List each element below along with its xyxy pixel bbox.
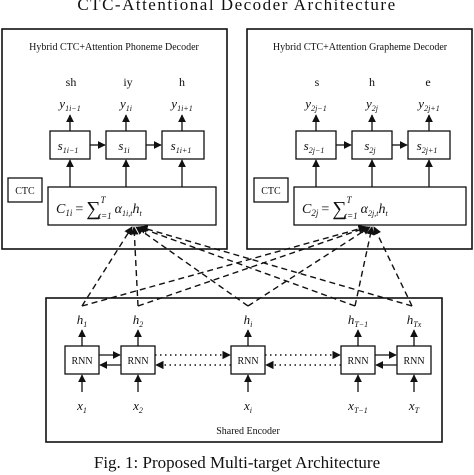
rnn-cell-label: RNN (237, 356, 258, 367)
phoneme-decoder-panel (1, 28, 228, 250)
grapheme-output-label: y2j (364, 96, 379, 113)
grapheme-decoder-title: Hybrid CTC+Attention Grapheme Decoder (273, 42, 448, 53)
shared-encoder-panel (45, 297, 443, 443)
rnn-cell-label: RNN (127, 356, 148, 367)
phoneme-state-label: s1i (118, 138, 129, 155)
encoder-hidden-label: h1 (77, 312, 88, 329)
encoder-input-label: xT (408, 398, 420, 415)
grapheme-output-label: y2j+1 (416, 96, 439, 113)
phoneme-state-box (49, 130, 91, 160)
grapheme-state-label: s2j+1 (417, 138, 438, 155)
encoder-hidden-label: hi (244, 312, 253, 329)
rnn-cell (340, 345, 376, 375)
grapheme-ctc-box (253, 177, 289, 203)
grapheme-ctc-label: CTC (261, 186, 281, 197)
grapheme-context-box (293, 186, 467, 226)
encoder-input-label: xT−1 (347, 398, 368, 415)
phoneme-token: sh (66, 75, 77, 89)
encoder-input-label: x1 (76, 398, 87, 415)
phoneme-state-label: s1i+1 (171, 138, 192, 155)
rnn-cell-label: RNN (347, 356, 368, 367)
phoneme-output-label: y1i−1 (57, 96, 80, 113)
grapheme-state-box (295, 130, 337, 160)
shared-encoder: h1 h2 hi hT−1 hTx RNN RNN RNN RNN RNN (45, 297, 443, 443)
encoder-input-label: x2 (132, 398, 143, 415)
grapheme-decoder-panel (246, 28, 473, 250)
phoneme-output-label: y1i (118, 96, 132, 113)
grapheme-state-label: s2j (364, 138, 376, 155)
phoneme-token: h (179, 75, 185, 89)
phoneme-state-label: s1i−1 (58, 138, 79, 155)
phoneme-context-box (47, 186, 217, 226)
phoneme-state-box (105, 130, 147, 160)
rnn-cell-label: RNN (403, 356, 424, 367)
grapheme-state-box (351, 130, 393, 160)
phoneme-ctc-box (7, 177, 43, 203)
phoneme-decoder: Hybrid CTC+Attention Phoneme Decoder sh … (1, 28, 228, 250)
shared-encoder-title: Shared Encoder (216, 426, 280, 437)
attention-connections (81, 224, 413, 307)
grapheme-decoder: Hybrid CTC+Attention Grapheme Decoder s … (246, 28, 473, 250)
phoneme-token: iy (123, 75, 132, 89)
grapheme-token: h (369, 75, 375, 89)
encoder-hidden-label: hTx (407, 312, 422, 329)
encoder-hidden-label: hT−1 (348, 312, 368, 329)
grapheme-token: s (315, 75, 320, 89)
phoneme-output-label: y1i+1 (169, 96, 192, 113)
rnn-cell (230, 345, 266, 375)
grapheme-output-label: y2j−1 (303, 96, 326, 113)
diagram-title: CTC-Attentional Decoder Architecture (77, 0, 396, 14)
rnn-cell (120, 345, 156, 375)
phoneme-ctc-label: CTC (15, 186, 35, 197)
phoneme-decoder-title: Hybrid CTC+Attention Phoneme Decoder (29, 42, 199, 53)
phoneme-state-box (161, 130, 205, 160)
rnn-cell (396, 345, 432, 375)
figure-caption: Fig. 1: Proposed Multi-target Architectu… (94, 453, 380, 472)
rnn-cell (64, 345, 100, 375)
grapheme-token: e (425, 75, 430, 89)
rnn-cell-label: RNN (71, 356, 92, 367)
encoder-hidden-label: h2 (133, 312, 144, 329)
encoder-input-label: xi (243, 398, 252, 415)
grapheme-state-box (407, 130, 451, 160)
grapheme-state-label: s2j−1 (304, 138, 325, 155)
